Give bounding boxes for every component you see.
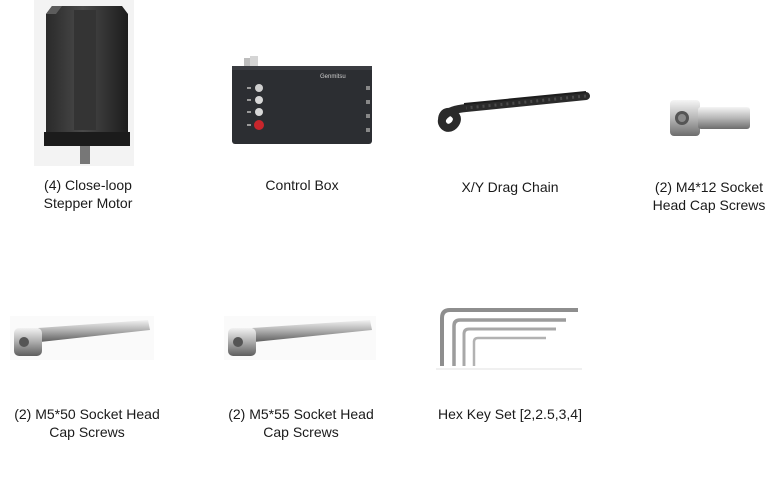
- brand-label: Genmitsu: [320, 74, 346, 80]
- short-screw-icon: [670, 100, 750, 136]
- caption-m5-55-screw: (2) M5*55 Socket Head Cap Screws: [228, 406, 374, 440]
- caption-drag-chain: X/Y Drag Chain: [461, 179, 559, 195]
- long-screw-icon: [224, 316, 376, 360]
- long-screw-icon: [10, 316, 154, 360]
- caption-hex-key-set: Hex Key Set [2,2.5,3,4]: [438, 406, 582, 422]
- drag-chain-icon: [437, 91, 590, 132]
- caption-control-box: Control Box: [265, 177, 339, 193]
- hex-key-icon: [436, 308, 582, 370]
- caption-m5-50-screw: (2) M5*50 Socket Head Cap Screws: [14, 406, 160, 440]
- caption-m4-12-screw: (2) M4*12 Socket Head Cap Screws: [652, 179, 766, 213]
- control-box-icon: Genmitsu: [232, 56, 372, 144]
- caption-stepper-motor: (4) Close-loop Stepper Motor: [43, 177, 133, 211]
- stepper-motor-icon: [34, 0, 134, 166]
